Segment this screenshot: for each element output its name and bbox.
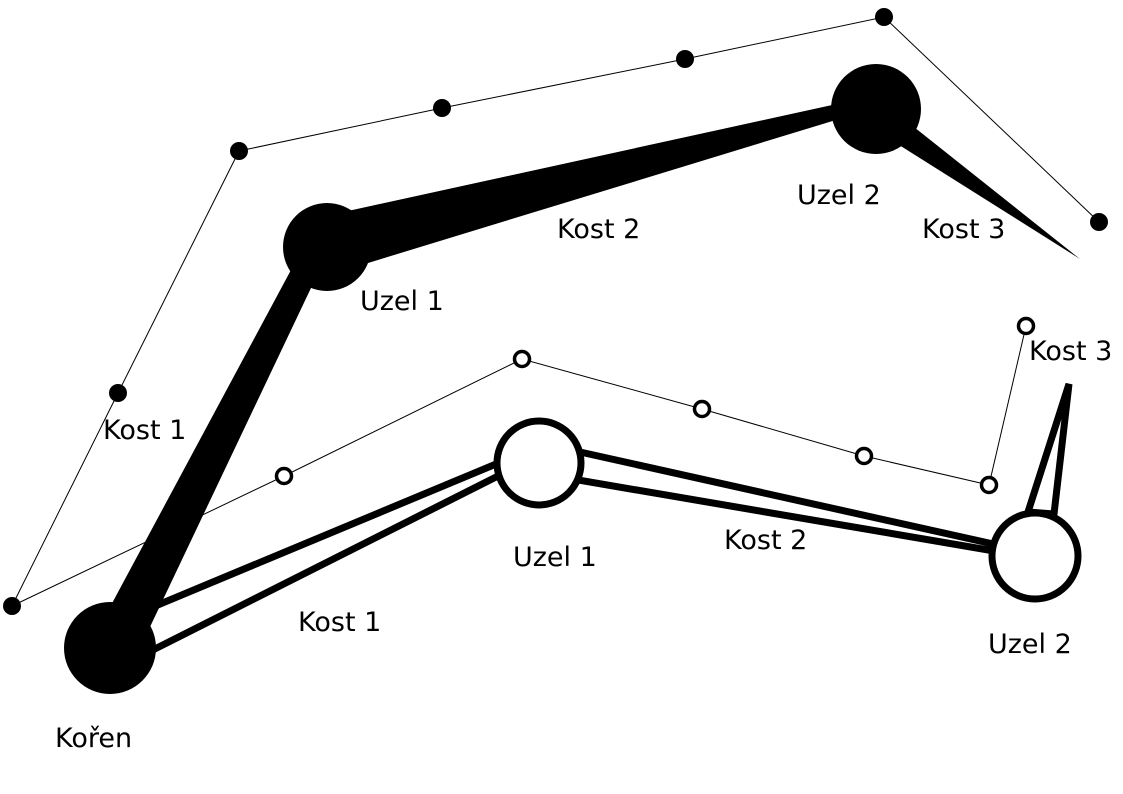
outline-bone-3	[1023, 382, 1073, 518]
filled-chain-control-points	[3, 8, 1108, 615]
filled-bone-2	[316, 100, 862, 270]
filled-control-point	[109, 384, 127, 402]
filled-joint-1	[283, 203, 371, 291]
outline-control-point	[1016, 316, 1036, 336]
outline-node-2-label: Uzel 2	[988, 629, 1072, 660]
outline-chain-control-points	[274, 316, 1036, 495]
filled-joint-2	[831, 64, 921, 154]
filled-bone-2-label: Kost 2	[557, 214, 640, 245]
filled-bone-1	[95, 242, 330, 648]
outline-joint-2	[988, 509, 1082, 603]
outline-control-point	[274, 466, 294, 486]
root-label: Kořen	[55, 723, 132, 754]
outline-joint-1	[493, 417, 585, 509]
filled-control-point	[1090, 213, 1108, 231]
filled-bone-1-label: Kost 1	[103, 415, 186, 446]
outline-bone-3-label: Kost 3	[1029, 336, 1112, 367]
filled-node-1-label: Uzel 1	[360, 286, 444, 317]
outline-control-point	[512, 349, 532, 369]
filled-control-point	[230, 142, 248, 160]
filled-bone-3-label: Kost 3	[922, 214, 1005, 245]
filled-node-2-label: Uzel 2	[797, 180, 881, 211]
filled-control-point	[433, 99, 451, 117]
outline-bone-2-label: Kost 2	[724, 525, 807, 556]
outline-node-1-label: Uzel 1	[513, 542, 597, 573]
outline-control-point	[979, 475, 999, 495]
outline-bone-1-label: Kost 1	[298, 607, 381, 638]
outline-control-point	[692, 399, 712, 419]
outline-control-point	[854, 446, 874, 466]
filled-root-joint	[64, 602, 156, 694]
filled-bone-3	[880, 100, 1080, 259]
filled-control-point	[676, 50, 694, 68]
filled-control-point	[875, 8, 893, 26]
